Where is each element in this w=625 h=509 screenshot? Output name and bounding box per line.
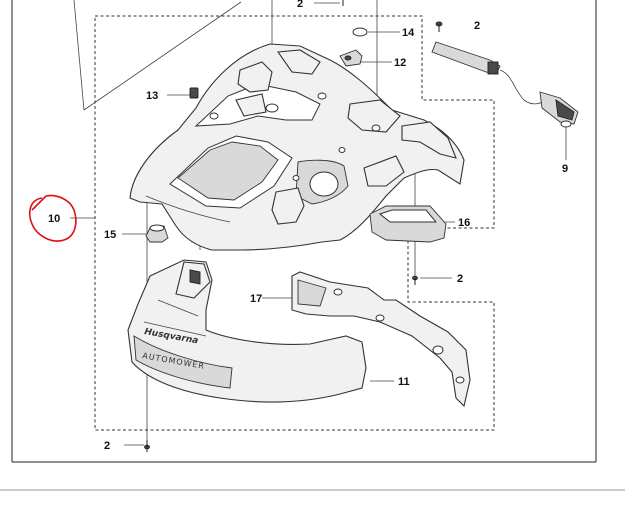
highlight-circle — [28, 194, 77, 242]
part-10-upper-body — [129, 43, 465, 251]
screw-mid — [412, 275, 418, 285]
part-15-grommet — [145, 224, 169, 243]
part-17-bracket — [291, 271, 471, 408]
part-12-bracket — [339, 49, 363, 67]
part-9-handle — [431, 41, 579, 128]
callout-12: 12 — [394, 57, 406, 69]
part-11-bumper: Husqvarna AUTOMOWER — [127, 259, 367, 403]
callout-2-top: 2 — [297, 0, 303, 10]
screw-bottom — [144, 440, 150, 452]
screw-right — [435, 21, 443, 32]
callout-15: 15 — [104, 229, 116, 241]
callout-11: 11 — [398, 376, 410, 388]
screws — [144, 0, 443, 452]
callout-13: 13 — [146, 90, 158, 102]
callout-labels: 2 14 2 12 13 9 10 15 16 2 17 11 2 — [48, 0, 568, 452]
callout-2-bottom: 2 — [104, 440, 110, 452]
assembly-boundary — [94, 15, 495, 431]
callout-10: 10 — [48, 213, 60, 225]
part-14-cap — [352, 27, 368, 37]
callout-2-right: 2 — [474, 20, 480, 32]
diagram-frame — [0, 0, 625, 491]
callout-14: 14 — [402, 27, 415, 39]
callout-9: 9 — [562, 163, 568, 175]
upper-leader-lines — [73, 0, 242, 111]
part-13-clip — [189, 87, 199, 99]
callout-16: 16 — [458, 217, 470, 229]
callout-2-mid: 2 — [457, 273, 463, 285]
part-16-display-cover — [369, 205, 447, 243]
callout-17: 17 — [250, 293, 262, 305]
